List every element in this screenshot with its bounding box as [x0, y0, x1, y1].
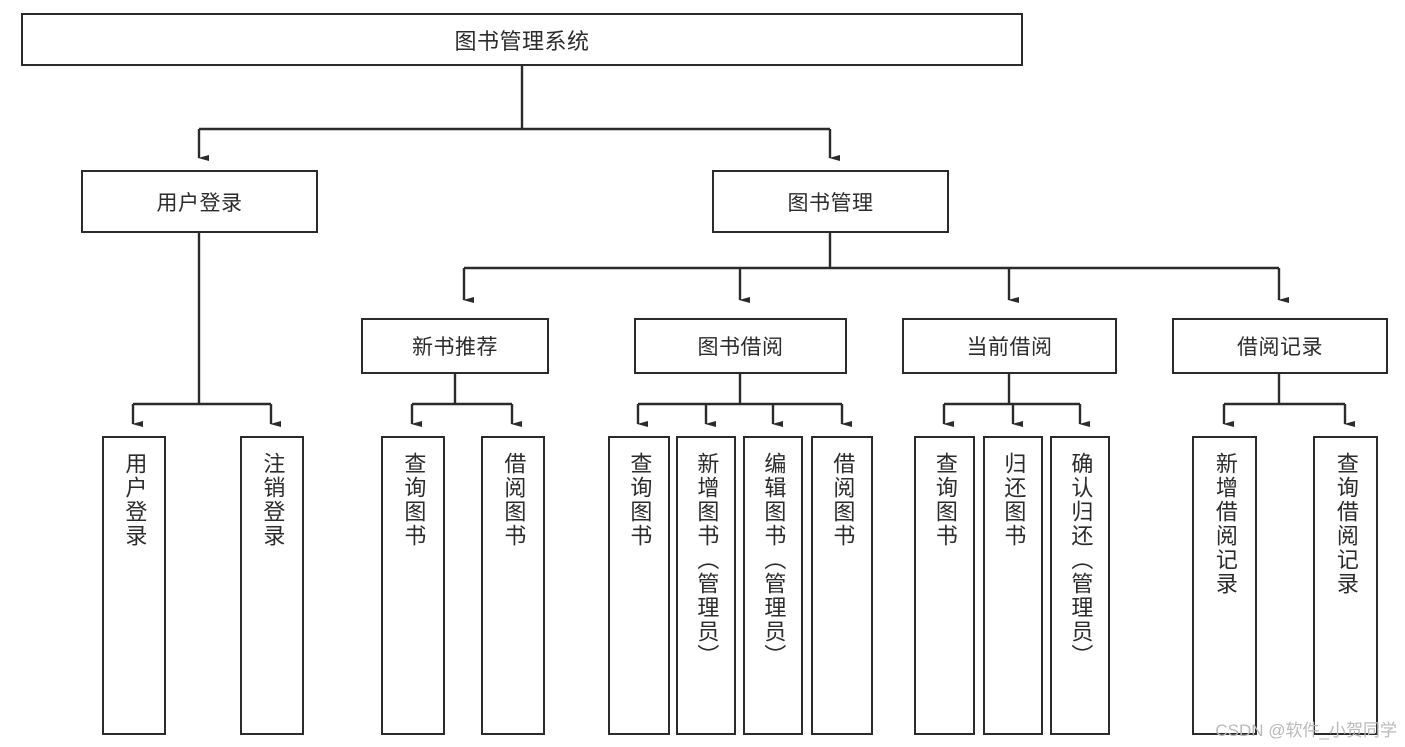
leaf-query-borrow-record[interactable]: 查询借阅记录: [1313, 436, 1378, 735]
leaf-add-book-admin[interactable]: 新增图书（管理员）: [676, 436, 736, 735]
leaf-label: 新增借阅记录: [1212, 452, 1238, 596]
node-book-management[interactable]: 图书管理: [712, 170, 949, 233]
node-label: 借阅记录: [1237, 336, 1323, 359]
watermark: CSDN @软件_小贺同学: [1215, 721, 1397, 740]
leaf-label: 借阅图书: [830, 452, 856, 548]
leaf-add-borrow-record[interactable]: 新增借阅记录: [1192, 436, 1257, 735]
leaf-label: 查询图书: [401, 452, 427, 548]
node-current-borrow[interactable]: 当前借阅: [902, 318, 1117, 374]
node-label: 当前借阅: [966, 336, 1053, 359]
leaf-label: 借阅图书: [501, 452, 527, 548]
leaf-query-book-borrow[interactable]: 查询图书: [608, 436, 670, 735]
leaf-label: 查询图书: [932, 452, 958, 548]
node-label: 图书管理: [787, 191, 874, 215]
node-label: 图书借阅: [697, 336, 784, 359]
leaf-label: 用户登录: [122, 452, 148, 548]
leaf-borrow-book-recommend[interactable]: 借阅图书: [481, 436, 545, 735]
leaf-label: 编辑图书（管理员）: [761, 452, 787, 668]
leaf-confirm-return-admin[interactable]: 确认归还（管理员）: [1050, 436, 1110, 735]
leaf-label: 查询图书: [627, 452, 653, 548]
leaf-return-book[interactable]: 归还图书: [983, 436, 1043, 735]
leaf-borrow-book[interactable]: 借阅图书: [811, 436, 873, 735]
leaf-label: 新增图书（管理员）: [694, 452, 720, 668]
leaf-label: 查询借阅记录: [1333, 452, 1359, 596]
leaf-user-login[interactable]: 用户登录: [102, 436, 166, 735]
node-label: 用户登录: [156, 191, 243, 215]
node-user-login[interactable]: 用户登录: [81, 170, 318, 233]
node-label: 图书管理系统: [454, 28, 590, 54]
leaf-label: 归还图书: [1001, 452, 1027, 548]
leaf-user-logout[interactable]: 注销登录: [240, 436, 304, 735]
node-label: 新书推荐: [412, 336, 498, 359]
node-borrow-record[interactable]: 借阅记录: [1172, 318, 1388, 374]
leaf-query-book-current[interactable]: 查询图书: [914, 436, 975, 735]
node-new-book-recommendation[interactable]: 新书推荐: [361, 318, 549, 374]
node-book-borrow[interactable]: 图书借阅: [634, 318, 847, 374]
leaf-edit-book-admin[interactable]: 编辑图书（管理员）: [743, 436, 803, 735]
leaf-query-book-recommend[interactable]: 查询图书: [381, 436, 445, 735]
node-root-system[interactable]: 图书管理系统: [21, 13, 1023, 66]
leaf-label: 注销登录: [260, 452, 286, 548]
leaf-label: 确认归还（管理员）: [1068, 452, 1094, 668]
